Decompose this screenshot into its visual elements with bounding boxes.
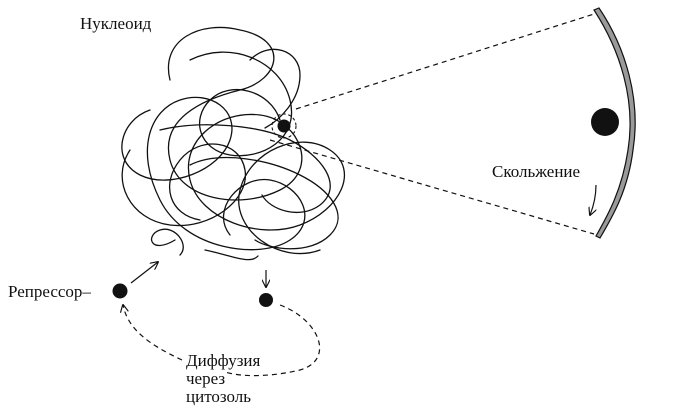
diffusion-path bbox=[224, 304, 321, 377]
diffusion-label-line-1: Диффузия bbox=[186, 351, 261, 370]
nucleoid-label: Нуклеоид bbox=[80, 14, 152, 33]
sliding-repressor-molecule bbox=[591, 108, 619, 136]
sliding-label: Скольжение bbox=[492, 162, 581, 181]
repressor-label: Репрессор– bbox=[8, 282, 91, 301]
bound-repressor-molecule bbox=[277, 119, 291, 133]
nucleoid-dna-tangle bbox=[121, 26, 346, 261]
bound-repressor-highlight bbox=[271, 113, 297, 139]
released-repressor-molecule bbox=[259, 293, 273, 307]
diffusion-label: Диффузия через цитозоль bbox=[186, 352, 260, 406]
zoom-line-top bbox=[295, 13, 595, 110]
zoom-line-bottom bbox=[269, 139, 595, 235]
diffusion-path-return bbox=[123, 305, 183, 361]
repressor-molecule bbox=[112, 283, 128, 299]
diffusion-label-line-3: цитозоль bbox=[186, 386, 252, 406]
binding-arrow bbox=[130, 262, 158, 284]
dna-strand-enlarged bbox=[593, 7, 636, 239]
diffusion-label-line-2: через bbox=[186, 368, 226, 388]
sliding-arrow bbox=[590, 184, 596, 215]
